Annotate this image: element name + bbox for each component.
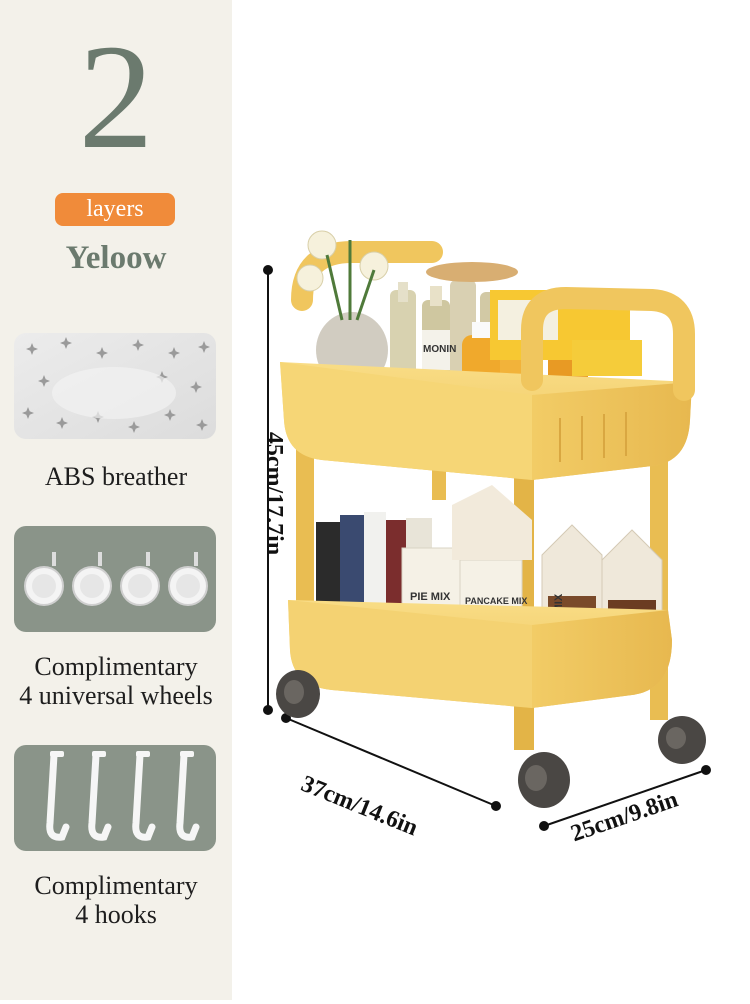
monin-label: MONIN	[423, 344, 456, 355]
product-area: PIE MIX PANCAKE MIX PANCAKE MIX MONIN	[232, 0, 750, 1000]
perforated-panel-icon	[14, 333, 216, 439]
layer-count: 2	[78, 14, 154, 180]
dimension-lines	[263, 265, 711, 831]
feature-caption-breather: ABS breather	[44, 462, 188, 491]
caster-wheels-icon	[14, 526, 216, 632]
left-info-panel: 2 layers Yeloow	[0, 0, 232, 1000]
layers-badge: layers	[55, 193, 175, 226]
color-name: Yeloow	[65, 240, 167, 276]
pancake-mix-label: PANCAKE MIX	[465, 596, 527, 606]
pie-mix-label: PIE MIX	[410, 591, 451, 603]
feature-caption-wheels: Complimentary 4 universal wheels	[19, 652, 213, 710]
wheel-icons	[276, 670, 706, 808]
height-dimension-label: 45cm/17.7in	[261, 431, 288, 556]
hooks-icon	[14, 745, 216, 851]
cart-illustration: PIE MIX PANCAKE MIX PANCAKE MIX MONIN	[263, 230, 711, 831]
feature-caption-hooks: Complimentary 4 hooks	[34, 871, 198, 929]
